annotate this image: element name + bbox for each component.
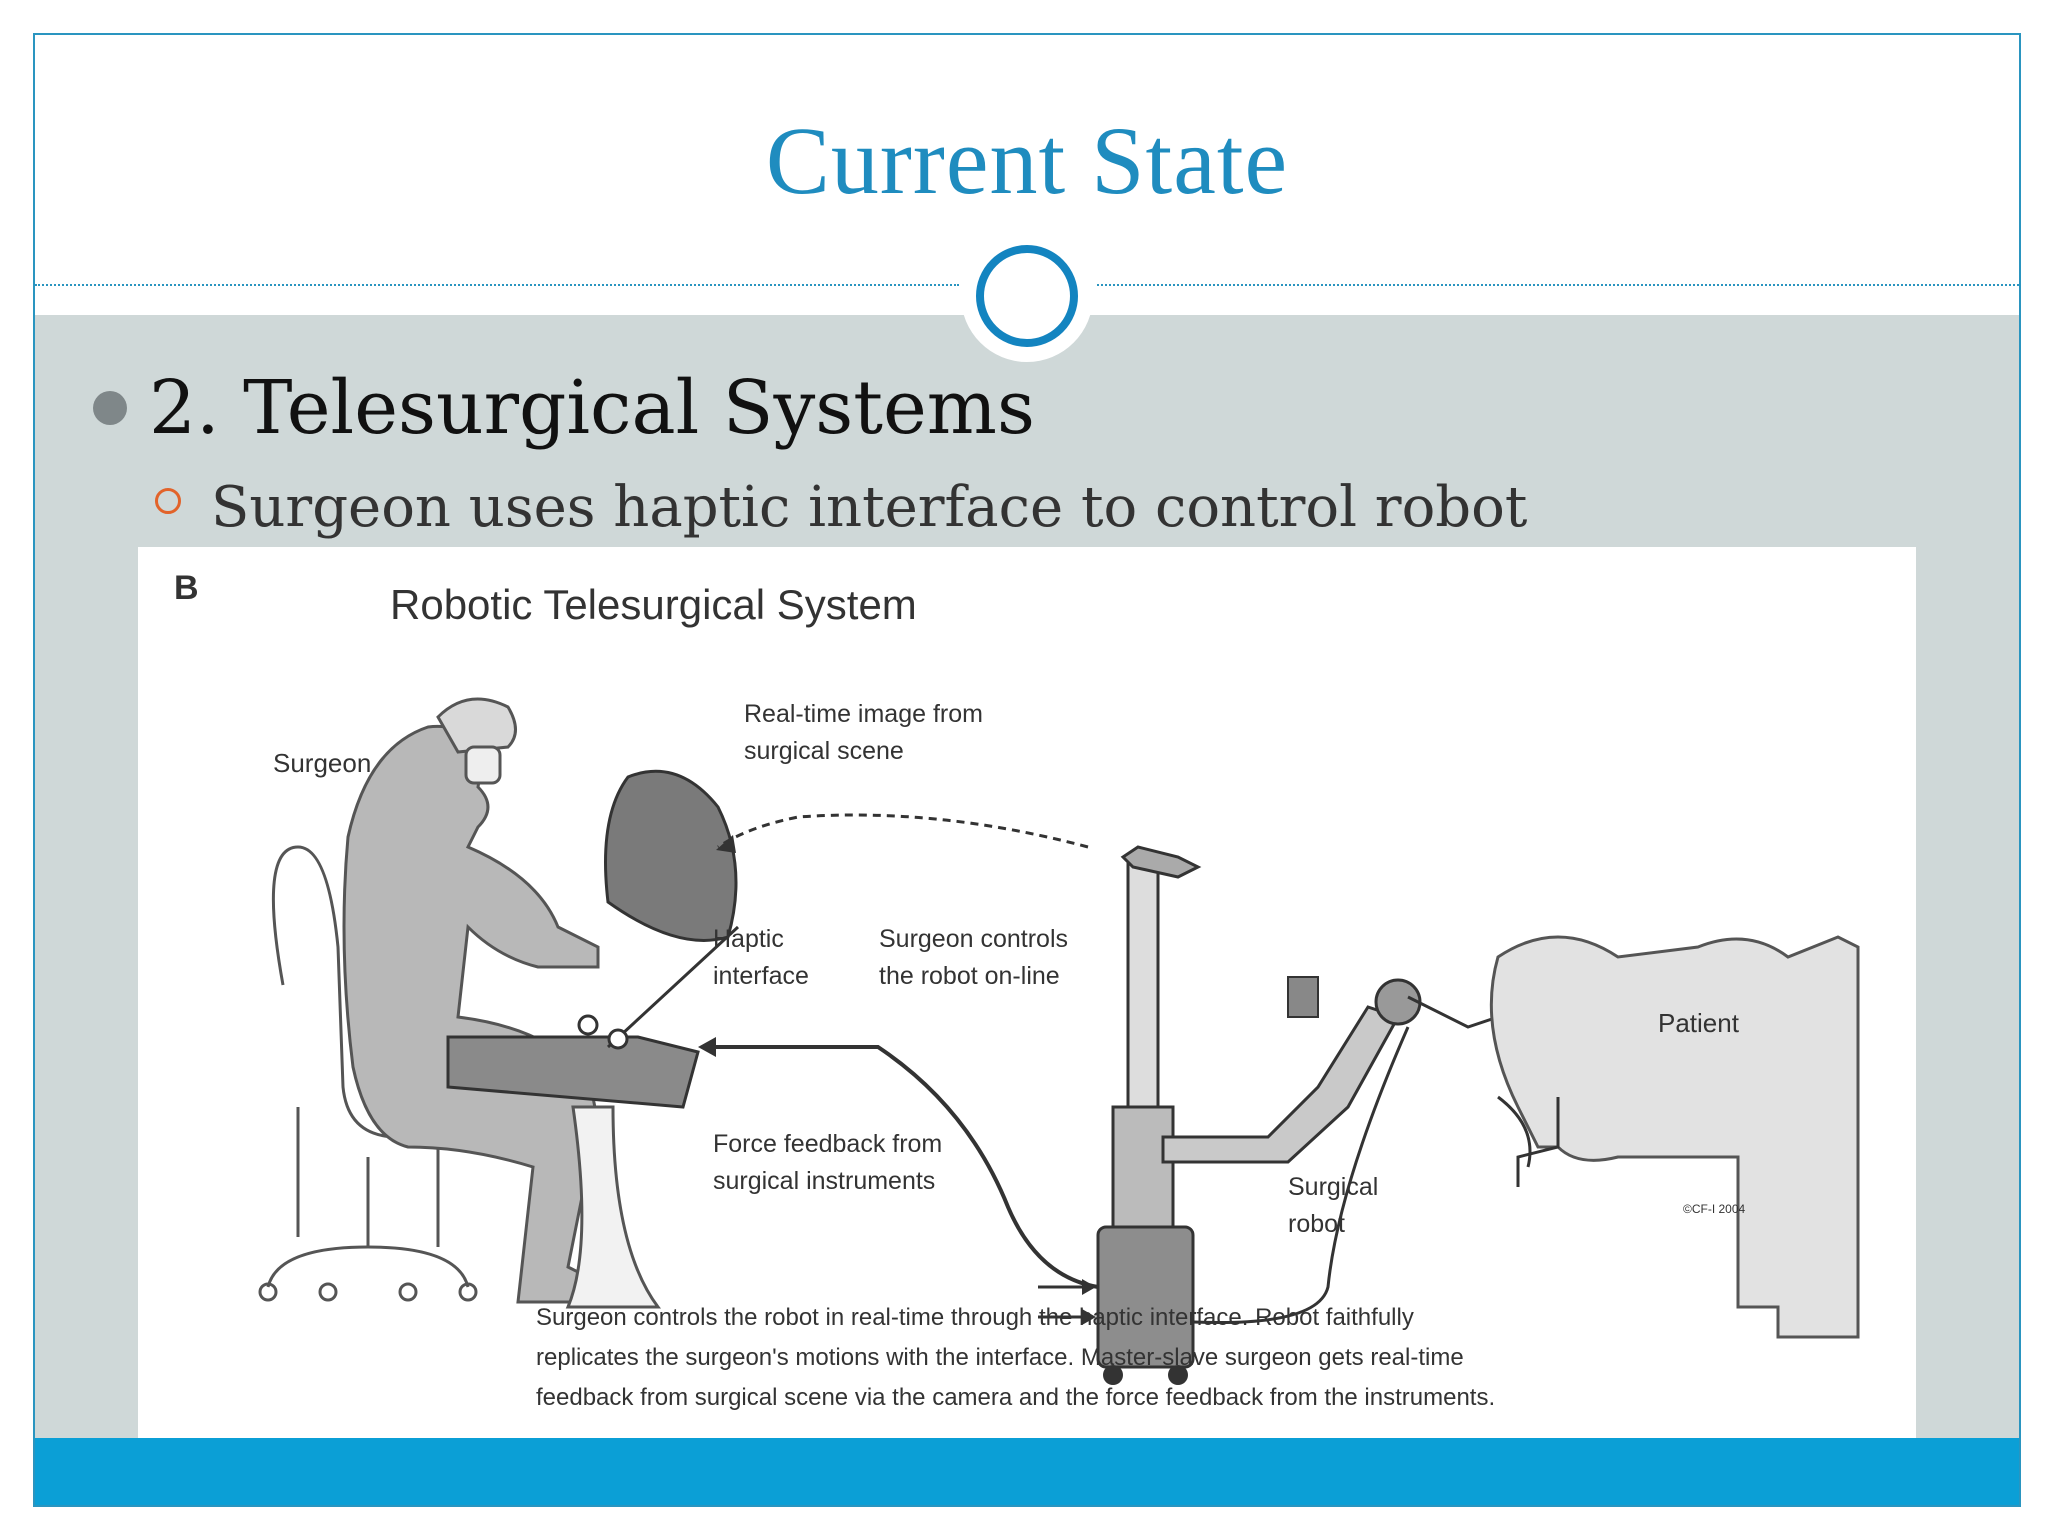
label-controls-line1: Surgeon controls (879, 925, 1068, 953)
label-realtime-line1: Real-time image from (744, 700, 983, 728)
title-divider-right (1097, 284, 2019, 286)
title-divider-left (35, 284, 959, 286)
label-force-line2: surgical instruments (713, 1167, 935, 1195)
monitor-illustration (604, 769, 738, 942)
figure-diagram: B Robotic Telesurgical System (174, 569, 1860, 1411)
label-force-line1: Force feedback from (713, 1130, 942, 1158)
figure-heading: Robotic Telesurgical System (390, 581, 917, 628)
label-patient: Patient (1658, 1008, 1740, 1038)
bullet-level1-text: 2. Telesurgical Systems (149, 365, 1035, 451)
label-copyright: ©CF-I 2004 (1683, 1202, 1746, 1216)
slide: Current State 2. Telesurgical Systems Su… (33, 33, 2021, 1507)
label-haptic-line1: Haptic (713, 925, 784, 953)
realtime-image-arrow (717, 813, 1089, 849)
label-controls-line2: the robot on-line (879, 962, 1060, 990)
footer-bar (35, 1438, 2019, 1505)
bullet-level2-text: Surgeon uses haptic interface to control… (211, 475, 1528, 540)
surgeon-illustration (342, 697, 610, 1304)
console-illustration (446, 925, 740, 1309)
bullet-level2: Surgeon uses haptic interface to control… (155, 475, 1527, 540)
caption-line-2: replicates the surgeon's motions with th… (536, 1344, 1464, 1371)
figure-telesurgical-system: B Robotic Telesurgical System (138, 547, 1916, 1438)
label-robot-line1: Surgical (1288, 1173, 1378, 1201)
bullet-dot-icon (93, 391, 127, 425)
label-realtime-line2: surgical scene (744, 737, 904, 765)
control-cable (708, 1045, 1099, 1289)
caption-line-3: feedback from surgical scene via the cam… (536, 1384, 1495, 1411)
bullet-ring-icon (155, 487, 181, 514)
divider-ring-icon (976, 245, 1078, 347)
robot-illustration (1096, 845, 1499, 1385)
label-robot-line2: robot (1288, 1210, 1345, 1238)
slide-title: Current State (765, 107, 1289, 214)
label-surgeon: Surgeon (273, 748, 371, 778)
patient-illustration (1489, 935, 1860, 1339)
bullet-level1: 2. Telesurgical Systems (93, 365, 1035, 451)
chair-illustration (258, 845, 478, 1302)
caption-line-1: Surgeon controls the robot in real-time … (536, 1304, 1414, 1331)
figure-panel-letter: B (174, 569, 199, 607)
label-haptic-line2: interface (713, 962, 809, 990)
